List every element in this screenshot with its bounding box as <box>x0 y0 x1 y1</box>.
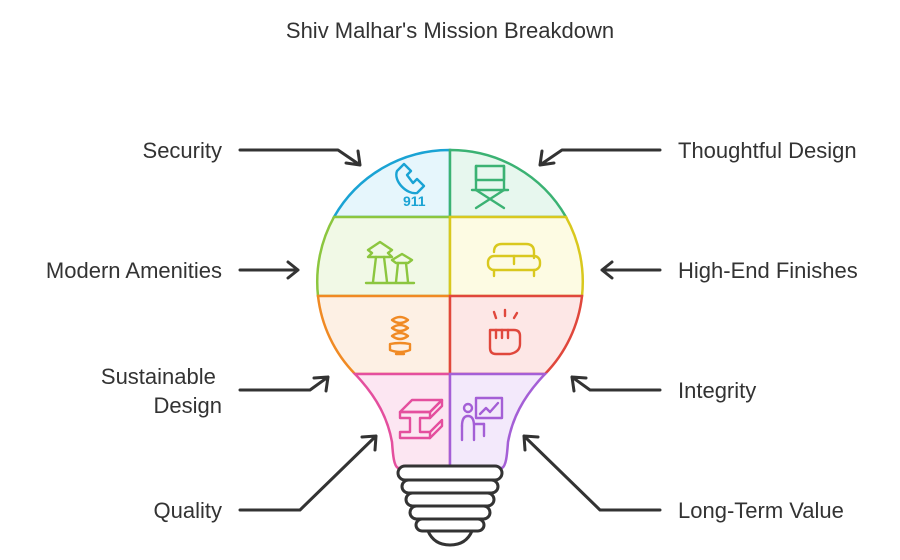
label-modern-amenities: Modern Amenities <box>46 258 222 283</box>
label-sustainable-design: Sustainable Design <box>101 364 222 418</box>
label-long-term-value: Long-Term Value <box>678 498 844 523</box>
label-integrity: Integrity <box>678 378 756 403</box>
label-quality: Quality <box>154 498 222 523</box>
arrow-sustainable-design <box>238 375 330 393</box>
raised-fist-icon <box>488 308 522 356</box>
label-sustainable-line1: Sustainable <box>101 364 216 389</box>
label-thoughtful-design: Thoughtful Design <box>678 138 857 163</box>
arrows <box>238 148 662 512</box>
arrow-security <box>238 148 362 167</box>
phone-911-icon: 911 <box>395 162 426 209</box>
label-security: Security <box>143 138 222 163</box>
director-chair-icon <box>470 164 510 210</box>
icon-911-text: 911 <box>403 193 426 209</box>
segment-security <box>331 148 452 219</box>
bulb <box>316 148 584 470</box>
segment-long-term-value <box>448 372 548 470</box>
arrow-high-end-finishes <box>600 260 662 280</box>
steel-beam-icon <box>398 398 444 440</box>
label-sustainable-line2: Design <box>154 393 222 418</box>
segment-quality <box>352 372 452 470</box>
sofa-icon <box>486 242 542 278</box>
presentation-icon <box>460 396 504 442</box>
bulb-screw-base-icon <box>396 464 504 547</box>
cfl-bulb-icon <box>388 315 412 356</box>
trees-icon <box>364 240 416 285</box>
arrow-quality <box>238 434 378 512</box>
segment-integrity <box>448 294 584 376</box>
arrow-long-term-value <box>522 434 662 512</box>
diagram-title: Shiv Malhar's Mission Breakdown <box>286 18 614 43</box>
arrow-thoughtful-design <box>538 148 662 167</box>
segment-sustainable-design <box>316 294 452 376</box>
label-high-end-finishes: High-End Finishes <box>678 258 858 283</box>
arrow-integrity <box>570 375 662 393</box>
arrow-modern-amenities <box>238 260 300 280</box>
